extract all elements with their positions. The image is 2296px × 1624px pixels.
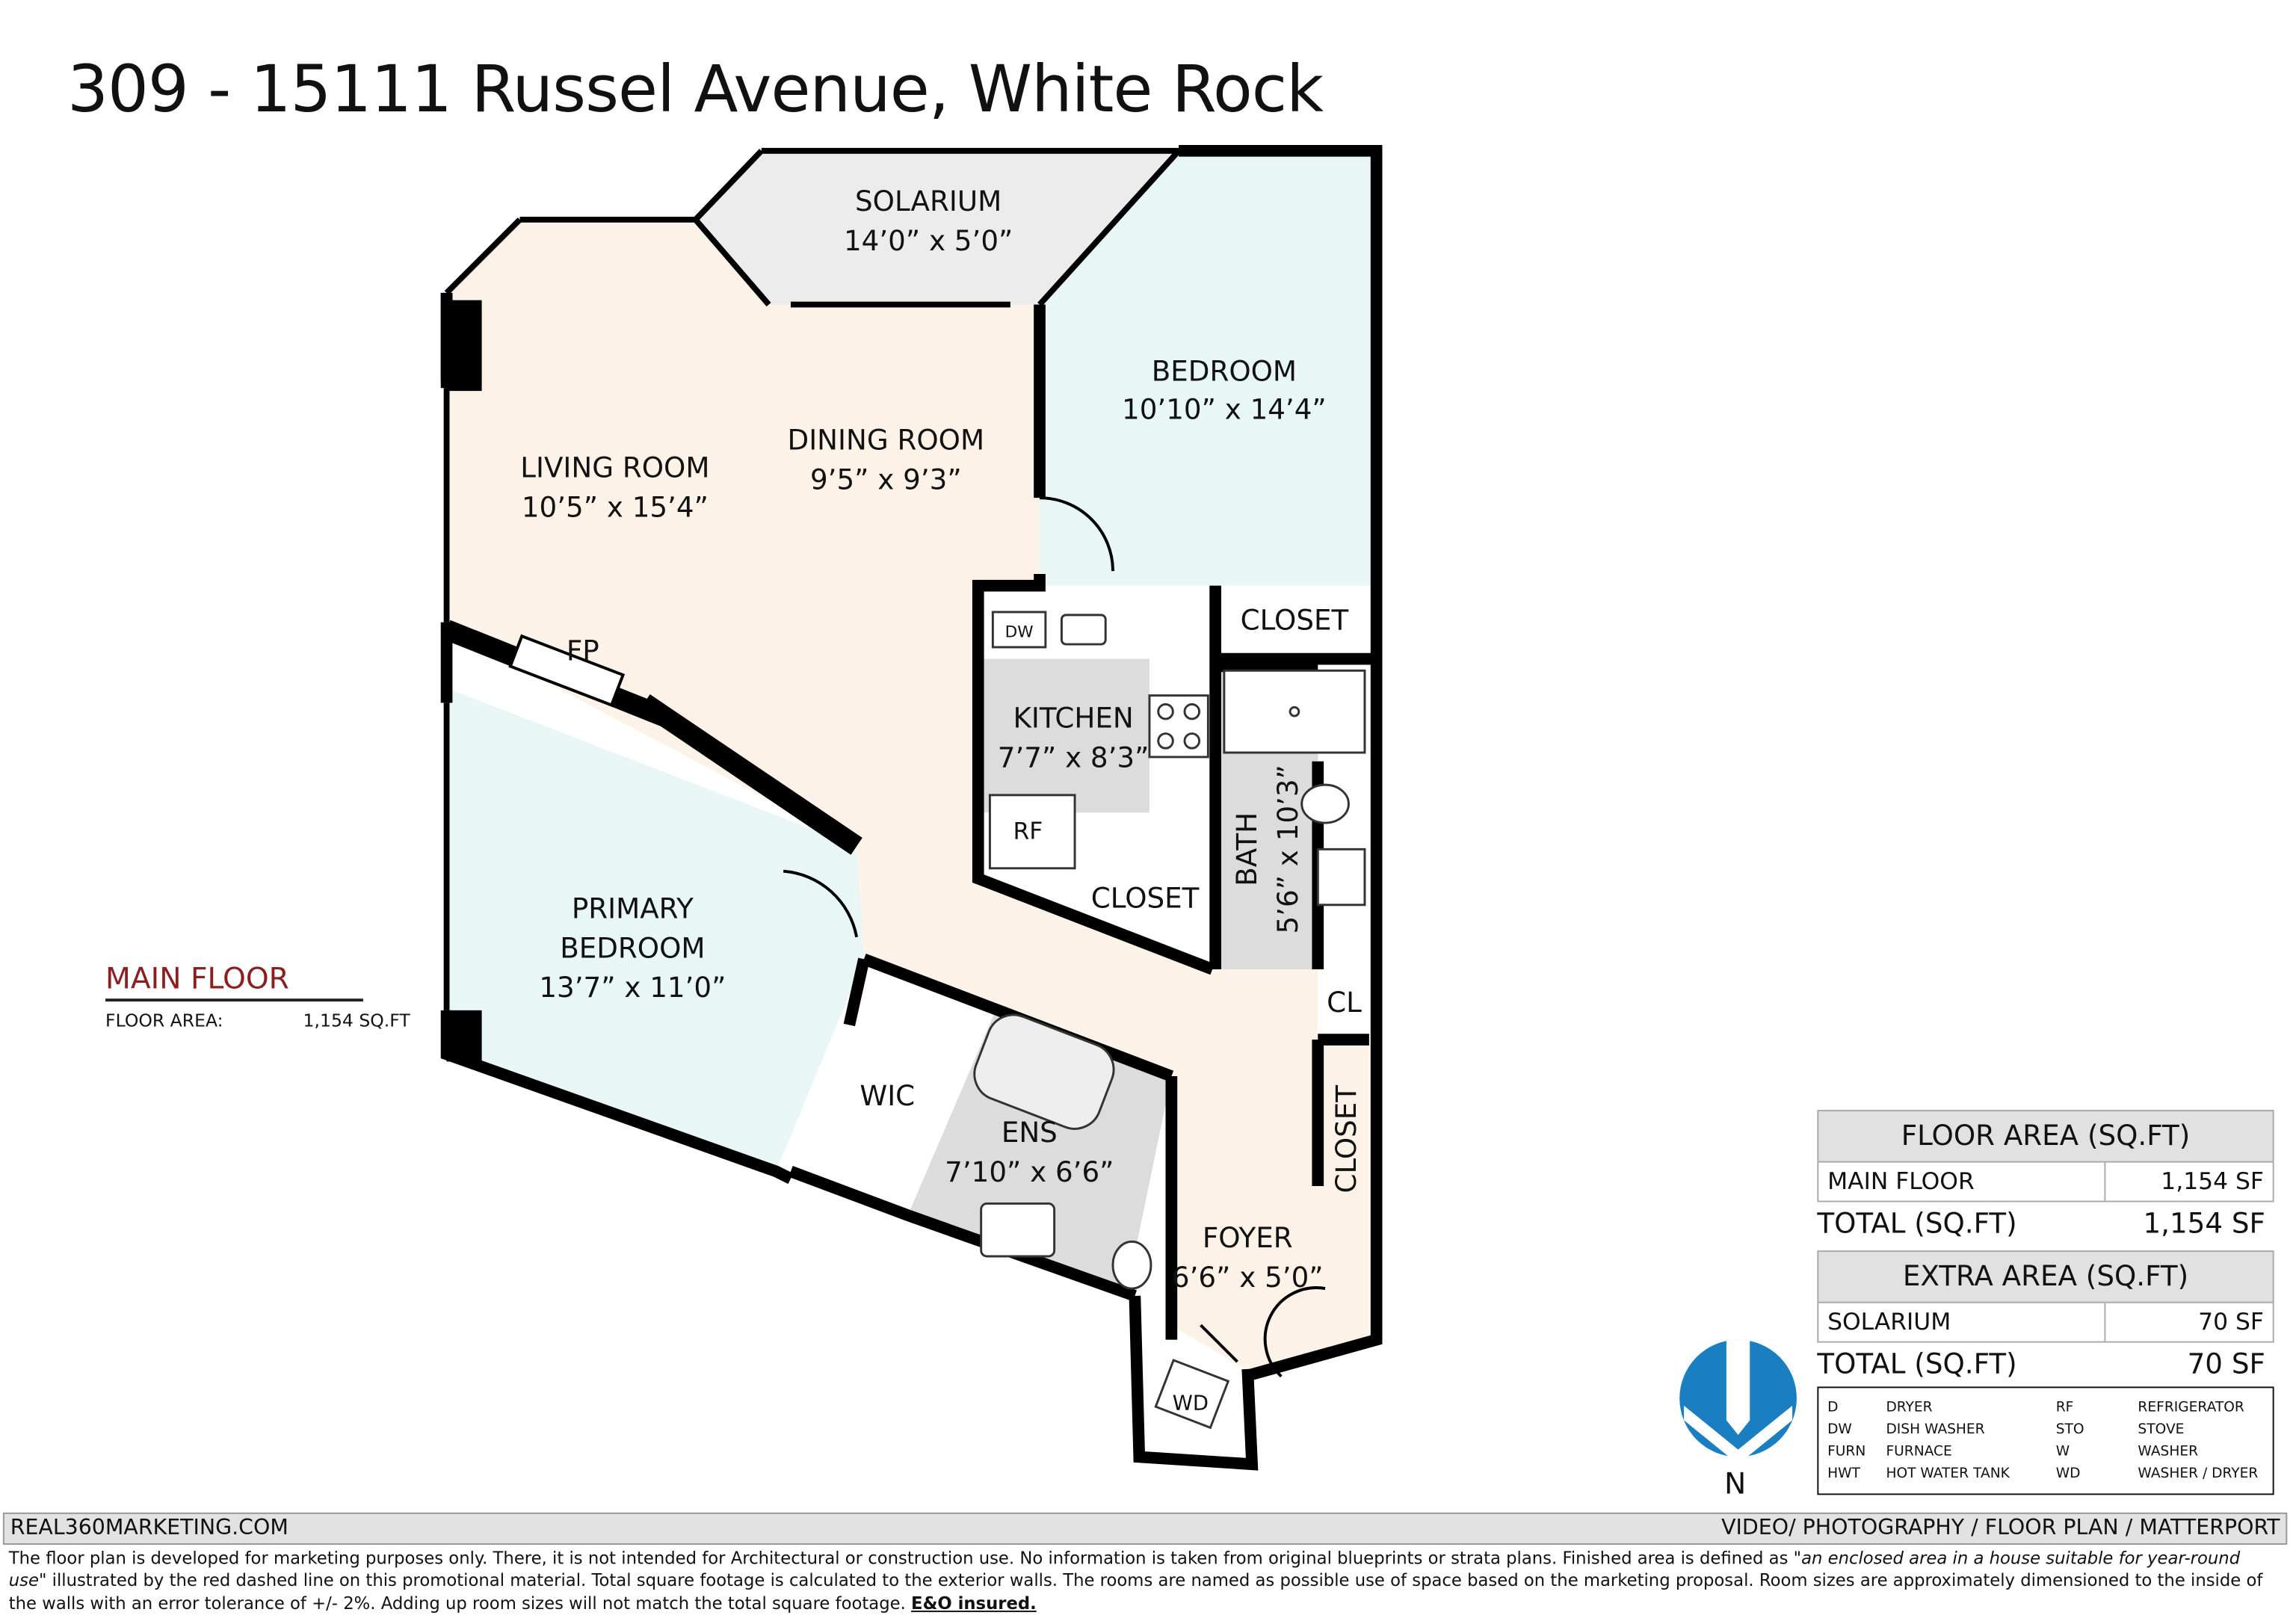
living-room-label: LIVING ROOM [520, 451, 709, 484]
bedroom-size: 10’10” x 14’4” [1122, 392, 1327, 425]
dining-room-label: DINING ROOM [788, 423, 985, 456]
abbr: RF [2055, 1399, 2074, 1416]
disclaimer-text: illustrated by the red dashed line on th… [8, 1569, 2263, 1614]
footer-bar: REAL360MARKETING.COM VIDEO/ PHOTOGRAPHY … [2, 1512, 2288, 1545]
primary-bedroom-label-2: BEDROOM [560, 931, 705, 964]
primary-bedroom-size: 13’7” x 11’0” [539, 971, 726, 1004]
wd-label: WD [1173, 1392, 1209, 1415]
extra-area-header: EXTRA AREA (SQ.FT) [1817, 1250, 2274, 1303]
disclaimer: The floor plan is developed for marketin… [9, 1548, 2282, 1615]
bedroom-area [1040, 150, 1377, 586]
disclaimer-quote: "an enclosed area in a house suitable fo… [8, 1547, 2241, 1591]
foyer-closet-label: CLOSET [1330, 1085, 1363, 1194]
solarium-area [695, 150, 1179, 305]
page-title: 309 - 15111 Russel Avenue, White Rock [67, 52, 1324, 128]
fixtures [973, 611, 1366, 1430]
legend-row: HWT HOT WATER TANK WD WASHER / DRYER [1818, 1463, 2272, 1484]
row-value: 1,154 SF [2161, 1167, 2264, 1195]
cl-label: CL [1327, 986, 1362, 1019]
meaning: DRYER [1886, 1399, 1933, 1416]
solarium-label: SOLARIUM [855, 185, 1002, 217]
bath-size: 5’6” x 10’3” [1271, 765, 1304, 933]
dw-label: DW [1005, 623, 1034, 641]
abbr: W [2055, 1443, 2070, 1460]
primary-bedroom-label-1: PRIMARY [572, 892, 694, 924]
total-value: 1,154 SF [2143, 1208, 2265, 1241]
kitchen-floor [984, 658, 1149, 813]
room-labels: SOLARIUM 14’0” x 5’0” BEDROOM 10’10” x 1… [520, 185, 1363, 1415]
foyer-size: 6’6” x 5’0” [1172, 1261, 1324, 1294]
floor-area-header: FLOOR AREA (SQ.FT) [1817, 1110, 2274, 1163]
floor-area-value: 1,154 SQ.FT [303, 1010, 410, 1031]
extra-area-table: EXTRA AREA (SQ.FT) SOLARIUM 70 SF TOTAL … [1817, 1250, 2274, 1386]
abbr: D [1827, 1399, 1839, 1416]
living-room-size: 10’5” x 15’4” [522, 491, 709, 524]
bedroom-closet-label: CLOSET [1241, 603, 1349, 636]
eo-insured: E&O insured. [911, 1592, 1037, 1614]
rf-label: RF [1013, 818, 1043, 845]
total-row: TOTAL (SQ.FT) 70 SF [1817, 1343, 2274, 1387]
wic-label: WIC [860, 1079, 915, 1112]
primary-bedroom-area [446, 688, 864, 1172]
total-label: TOTAL (SQ.FT) [1817, 1208, 2017, 1241]
legend-row: D DRYER RF REFRIGERATOR [1818, 1397, 2272, 1418]
abbr: DW [1827, 1421, 1852, 1438]
abbr: HWT [1827, 1466, 1860, 1482]
kitchen-size: 7’7” x 8’3” [998, 741, 1149, 774]
meaning: REFRIGERATOR [2138, 1399, 2244, 1416]
floor-area-label: FLOOR AREA: [105, 1010, 223, 1031]
row-name: MAIN FLOOR [1818, 1162, 2106, 1201]
north-label: N [1724, 1467, 1746, 1501]
total-label: TOTAL (SQ.FT) [1817, 1348, 2017, 1381]
abbreviation-legend: D DRYER RF REFRIGERATOR DW DISH WASHER STO STO… [1817, 1386, 2274, 1495]
meaning: HOT WATER TANK [1886, 1466, 2010, 1482]
fireplace-label: FP [567, 635, 599, 667]
main-floor-label: MAIN FLOOR [105, 960, 363, 1002]
services-text: VIDEO/ PHOTOGRAPHY / FLOOR PLAN / MATTER… [1721, 1516, 2280, 1541]
living-dining-area [446, 219, 1369, 1377]
abbr: STO [2055, 1421, 2084, 1438]
foyer-label: FOYER [1203, 1221, 1293, 1254]
table-row: SOLARIUM 70 SF [1817, 1303, 2274, 1343]
floor-area-table: FLOOR AREA (SQ.FT) MAIN FLOOR 1,154 SF T… [1817, 1110, 2274, 1246]
ensuite-label: ENS [1002, 1116, 1058, 1149]
bedroom-label: BEDROOM [1152, 354, 1297, 387]
wic-area [776, 959, 996, 1216]
meaning: WASHER [2138, 1443, 2199, 1460]
row-name: SOLARIUM [1818, 1303, 2106, 1342]
legend-row: DW DISH WASHER STO STOVE [1818, 1418, 2272, 1440]
hall-closet-label: CLOSET [1091, 882, 1200, 915]
walls [440, 144, 1383, 1471]
meaning: FURNACE [1886, 1443, 1952, 1460]
abbr: FURN [1827, 1443, 1866, 1460]
dining-room-size: 9’5” x 9’3” [810, 463, 962, 495]
disclaimer-text: The floor plan is developed for marketin… [8, 1547, 1794, 1569]
table-row: MAIN FLOOR 1,154 SF [1817, 1162, 2274, 1202]
website-link[interactable]: REAL360MARKETING.COM [10, 1516, 288, 1541]
kitchen-label: KITCHEN [1013, 702, 1133, 735]
total-value: 70 SF [2187, 1348, 2265, 1381]
ensuite-size: 7’10” x 6’6” [945, 1155, 1114, 1188]
bath-label: BATH [1230, 812, 1263, 886]
meaning: WASHER / DRYER [2138, 1466, 2259, 1482]
legend-row: FURN FURNACE W WASHER [1818, 1441, 2272, 1463]
room-fills [446, 150, 1377, 1457]
row-value: 70 SF [2198, 1307, 2264, 1336]
meaning: STOVE [2138, 1421, 2185, 1438]
meaning: DISH WASHER [1886, 1421, 1985, 1438]
north-compass: N [1679, 1339, 1797, 1501]
abbr: WD [2055, 1466, 2081, 1482]
total-row: TOTAL (SQ.FT) 1,154 SF [1817, 1202, 2274, 1247]
solarium-size: 14’0” x 5’0” [844, 224, 1013, 257]
